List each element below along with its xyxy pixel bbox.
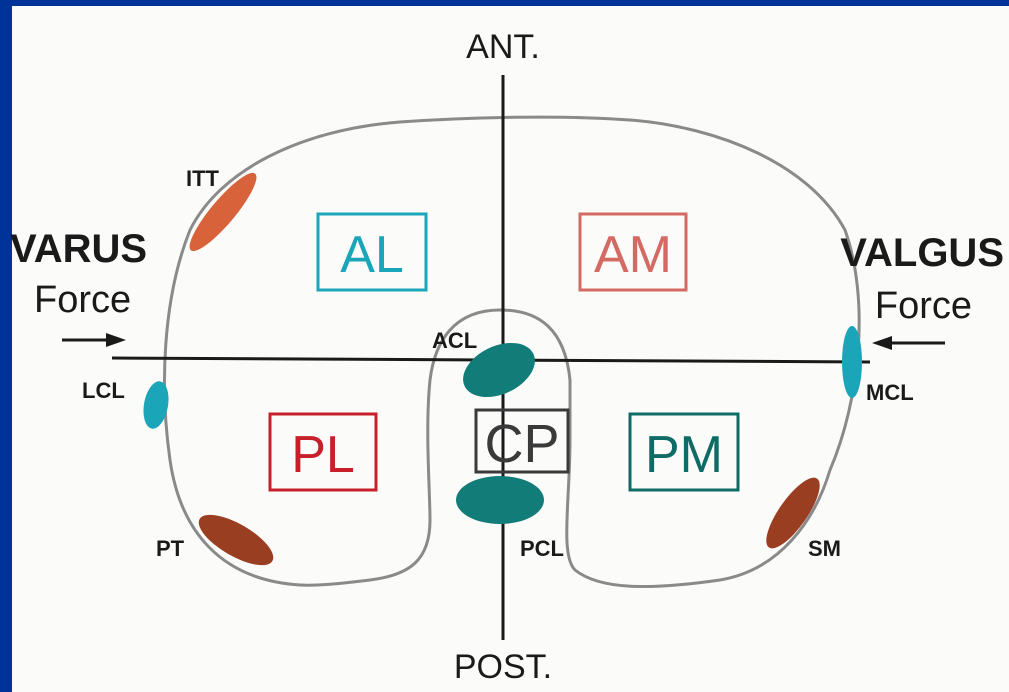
mcl-label: MCL [866,380,914,405]
am-box [578,212,688,292]
sm-label: SM [808,536,841,561]
acl-structure [463,342,535,398]
lcl-label: LCL [82,378,125,403]
pcl-structure [456,476,544,524]
valgus-title: VALGUS [840,231,1004,275]
varus-arrow [62,333,126,347]
mcl-structure [842,326,862,398]
pcl-label: PCL [520,536,564,561]
lcl-structure [143,381,169,429]
pt-label: PT [156,536,185,561]
pm-label: PM [645,426,723,484]
pl-label: PL [291,426,355,484]
itt-structure [189,172,257,252]
varus-sub: Force [34,279,131,321]
itt-label: ITT [186,166,220,191]
valgus-arrow [872,336,945,350]
pt-structure [198,514,274,566]
anterior-label: ANT. [466,28,540,66]
varus-title: VARUS [10,227,147,271]
tibial-plateau-outline [163,115,861,589]
cp-box [474,408,570,474]
posterior-label: POST. [454,648,552,686]
al-box [316,212,428,292]
valgus-sub: Force [875,285,972,327]
pl-box [268,412,378,492]
acl-label: ACL [432,328,477,353]
al-label: AL [340,226,404,284]
cp-label: CP [484,414,559,474]
pm-box [628,412,740,492]
am-label: AM [594,226,672,284]
sm-structure [766,477,820,549]
